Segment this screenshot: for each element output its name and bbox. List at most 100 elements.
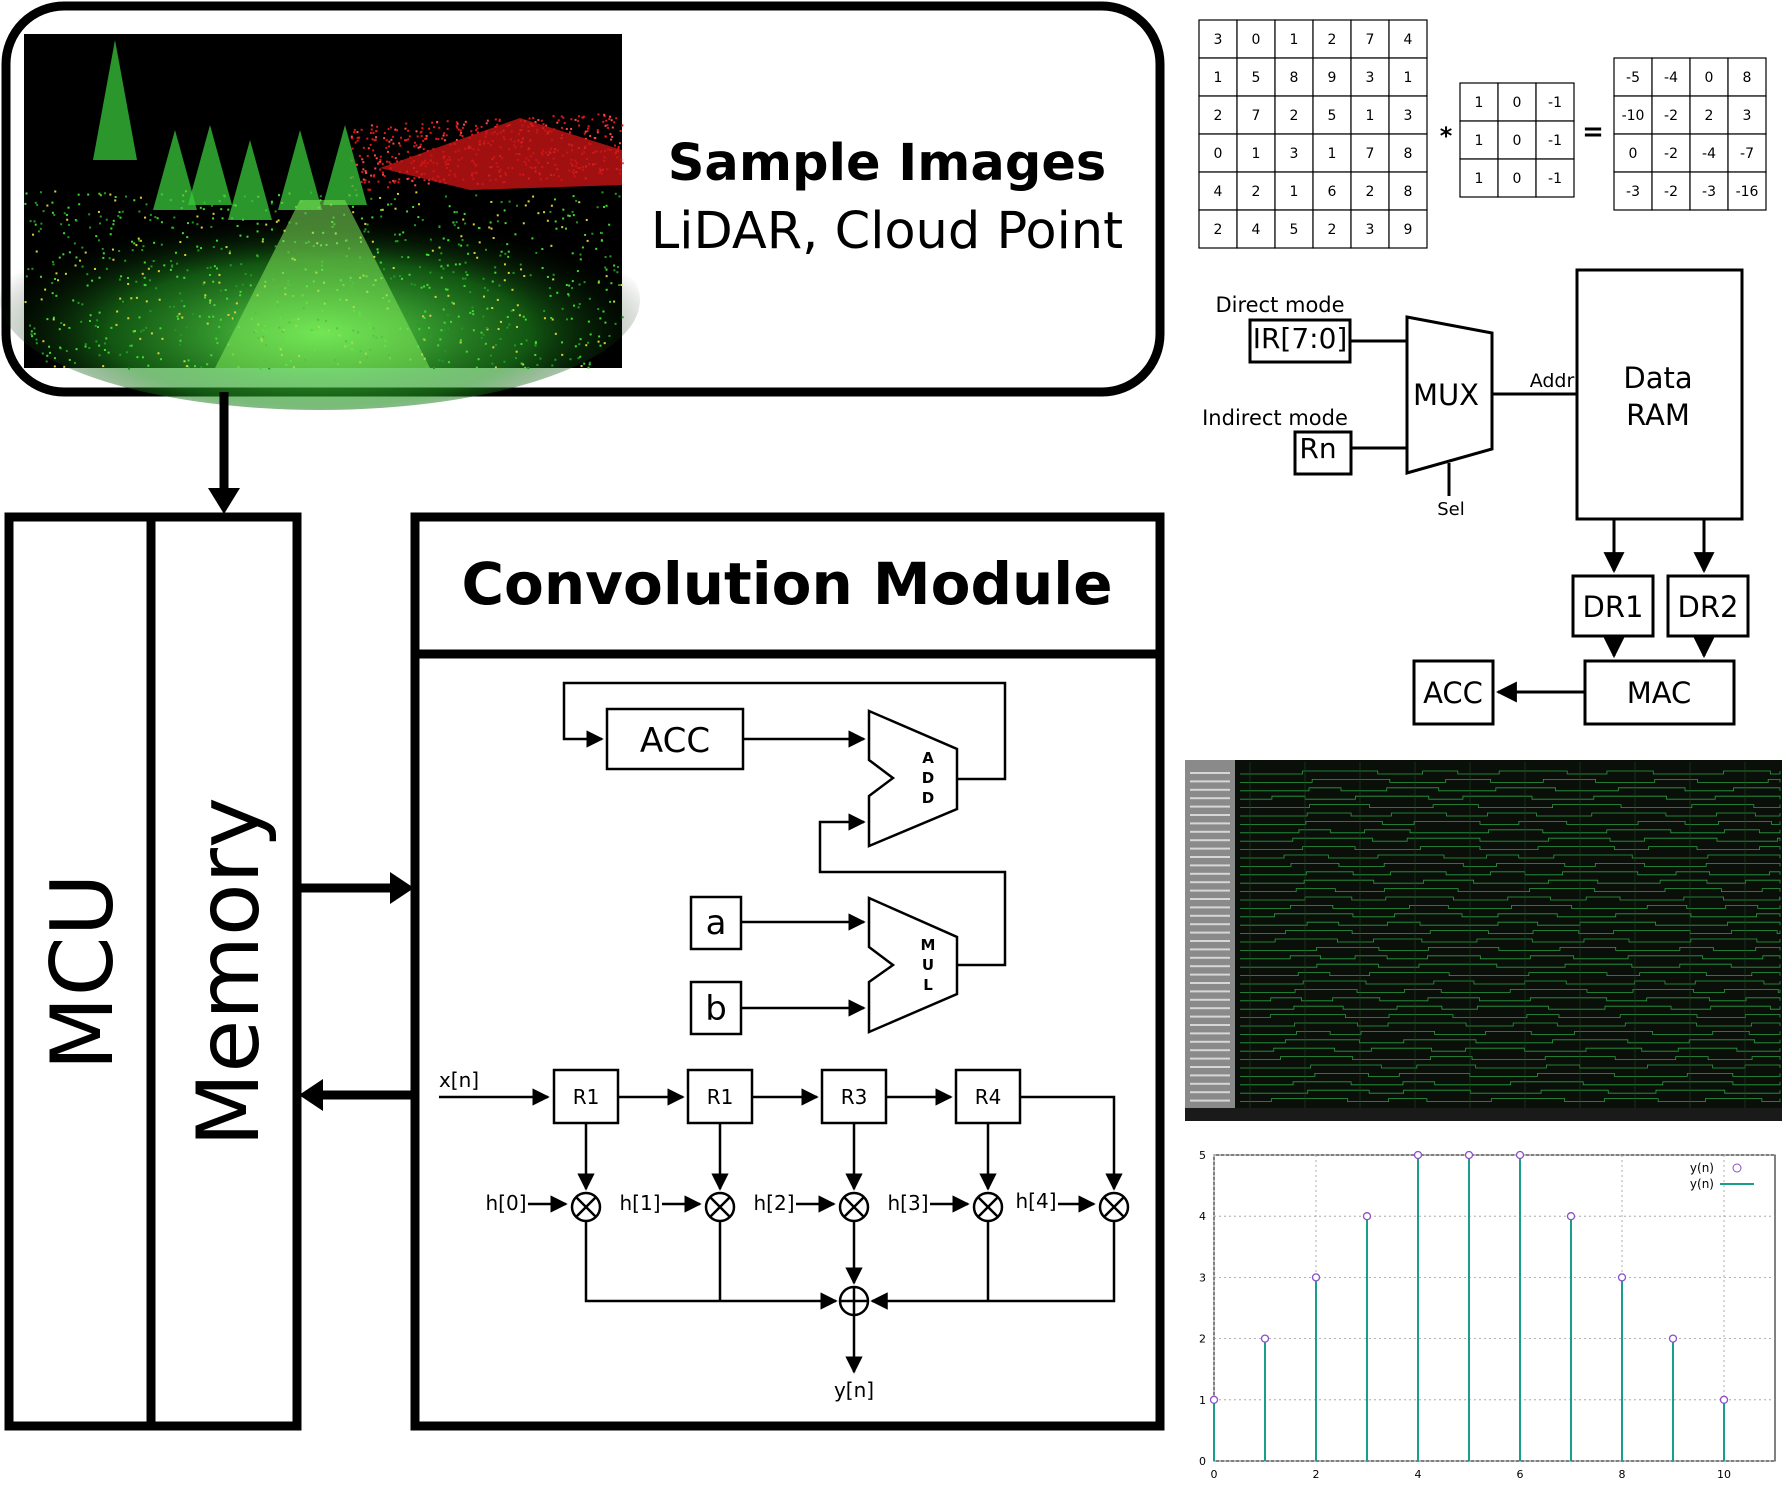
arrow-head-conv-to-memory xyxy=(299,1079,323,1111)
output-matrix-cell: 0 xyxy=(1629,146,1638,162)
mac-label: MAC xyxy=(1627,676,1692,710)
tap-h1-label: h[1] xyxy=(619,1191,660,1215)
input-matrix-cell: 1 xyxy=(1252,146,1261,162)
y-tick-label: 2 xyxy=(1199,1333,1206,1346)
fir-input-label: x[n] xyxy=(439,1068,479,1092)
x-tick-label: 8 xyxy=(1619,1468,1626,1481)
sample-images-title: Sample Images xyxy=(668,134,1107,193)
input-matrix-cell-border xyxy=(1350,133,1390,173)
input-matrix-cell: 2 xyxy=(1290,108,1299,124)
mac-unit xyxy=(562,681,1007,1036)
input-matrix-cell: 1 xyxy=(1290,32,1299,48)
input-matrix-cell: 8 xyxy=(1404,146,1413,162)
tap-h0-label: h[0] xyxy=(485,1191,526,1215)
data-ram-label-line1: Data xyxy=(1623,361,1692,395)
register-3-label: R3 xyxy=(841,1085,868,1109)
output-matrix-cell: 8 xyxy=(1743,70,1752,86)
multiplier-shape xyxy=(867,896,959,1034)
output-matrix-cell: -5 xyxy=(1626,70,1640,86)
output-matrix-cell: -2 xyxy=(1664,108,1678,124)
datapath-acc-box xyxy=(1412,659,1495,726)
mux-shape xyxy=(1405,315,1494,475)
stem-marker xyxy=(1566,1212,1576,1221)
acc-label: ACC xyxy=(640,721,710,761)
add-letter-2: D xyxy=(922,769,934,787)
dr2-box xyxy=(1666,574,1750,638)
input-matrix-cell: 2 xyxy=(1214,108,1223,124)
input-matrix-cell: 3 xyxy=(1290,146,1299,162)
multiplier-circles xyxy=(570,1191,1130,1223)
output-matrix-cell: 2 xyxy=(1705,108,1714,124)
input-matrix-cell: 2 xyxy=(1214,222,1223,238)
input-matrix-cell-border xyxy=(1312,209,1352,249)
input-matrix-cell-border xyxy=(1198,95,1238,135)
mux-label: MUX xyxy=(1413,378,1479,412)
input-matrix-cell: 0 xyxy=(1252,32,1261,48)
output-matrix-cell-border xyxy=(1651,133,1691,173)
output-matrix-cell-border xyxy=(1689,133,1729,173)
kernel-matrix-cell-border xyxy=(1459,158,1499,198)
mul-letter-2: U xyxy=(922,956,934,974)
input-matrix-cell-border xyxy=(1236,171,1276,211)
stem-marks xyxy=(1209,1150,1729,1461)
output-matrix-cell-border xyxy=(1689,95,1729,135)
input-matrix-cell: 3 xyxy=(1214,32,1223,48)
dr2-label: DR2 xyxy=(1678,590,1739,624)
lidar-point-cloud xyxy=(0,40,640,410)
mul-letter-3: L xyxy=(923,976,933,994)
output-matrix-cell-border xyxy=(1689,171,1729,211)
arrow-head-memory-to-conv xyxy=(390,872,414,904)
input-matrix-cell-border xyxy=(1388,209,1428,249)
convolution-module xyxy=(410,512,1165,1431)
input-matrix-cell-border xyxy=(1350,171,1390,211)
addr-label: Addr xyxy=(1530,370,1575,392)
rn-label: Rn xyxy=(1299,432,1336,465)
input-matrix-cell: 8 xyxy=(1290,70,1299,86)
input-matrix-cell-border xyxy=(1350,57,1390,97)
sel-label: Sel xyxy=(1437,499,1465,520)
data-ram-label-line2: RAM xyxy=(1626,398,1690,432)
y-tick-label: 4 xyxy=(1199,1210,1206,1223)
input-matrix-cell: 1 xyxy=(1214,70,1223,86)
kernel-matrix-cell: 0 xyxy=(1513,95,1522,111)
stem-marker xyxy=(1209,1395,1219,1404)
kernel-matrix-cell-border xyxy=(1497,82,1537,122)
input-matrix-cell: 8 xyxy=(1404,184,1413,200)
input-b-label: b xyxy=(705,989,727,1029)
output-matrix-cell: -3 xyxy=(1626,184,1640,200)
tap-h4-label: h[4] xyxy=(1015,1189,1056,1213)
mul-letter-1: M xyxy=(921,936,936,954)
stem-marker xyxy=(1464,1150,1474,1160)
output-matrix-cell: 0 xyxy=(1705,70,1714,86)
output-matrix-cell: -4 xyxy=(1664,70,1678,86)
adder-shape xyxy=(867,709,959,848)
input-matrix-cell-border xyxy=(1198,133,1238,173)
x-tick-label: 10 xyxy=(1717,1468,1731,1481)
y-tick-label: 3 xyxy=(1199,1271,1206,1284)
register-2-label: R1 xyxy=(707,1085,734,1109)
input-a-box xyxy=(689,895,743,951)
stem-marker xyxy=(1413,1150,1423,1160)
kernel-matrix-cell-border xyxy=(1459,120,1499,160)
input-matrix-cell: 4 xyxy=(1252,222,1261,238)
input-matrix-cell-border xyxy=(1312,171,1352,211)
data-ram-box xyxy=(1575,268,1744,521)
input-matrix-cell: 2 xyxy=(1328,222,1337,238)
kernel-matrix-cell: 1 xyxy=(1475,133,1484,149)
arrow-head-sample-to-memory xyxy=(208,488,240,514)
input-matrix-cell: 7 xyxy=(1252,108,1261,124)
input-matrix-cell: 7 xyxy=(1366,146,1375,162)
output-matrix-cell-border xyxy=(1727,95,1767,135)
output-matrix-cell-border xyxy=(1651,95,1691,135)
input-matrix-cell: 5 xyxy=(1252,70,1261,86)
input-matrix-cell-border xyxy=(1312,57,1352,97)
equals-operator: = xyxy=(1582,117,1604,147)
input-matrix-cell: 9 xyxy=(1328,70,1337,86)
stem-marker xyxy=(1515,1150,1525,1160)
output-matrix-cell-border xyxy=(1651,57,1691,97)
output-matrix-cell: -10 xyxy=(1622,108,1645,124)
